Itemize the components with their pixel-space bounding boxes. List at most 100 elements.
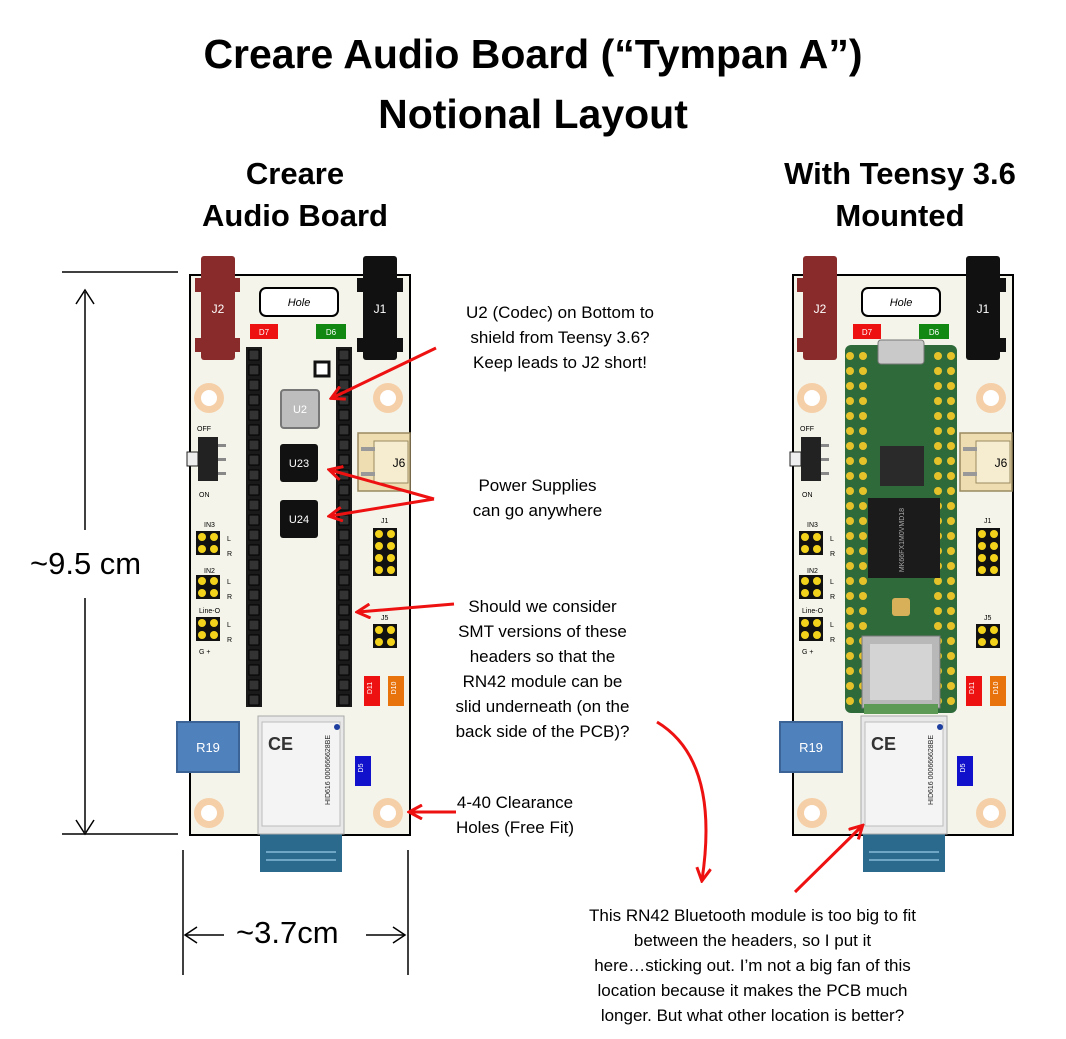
height-dimension <box>62 271 178 836</box>
pin-gold <box>387 566 395 574</box>
teensy-pin <box>846 637 854 645</box>
teensy-pin <box>846 697 854 705</box>
teensy-pin <box>846 607 854 615</box>
header-pin <box>338 544 350 556</box>
page-subtitle: Notional Layout <box>378 91 688 137</box>
svg-text:R: R <box>227 551 232 558</box>
teensy-pin <box>846 667 854 675</box>
header-pin <box>248 529 260 541</box>
teensy-pin <box>947 397 955 405</box>
svg-text:J2: J2 <box>814 302 827 316</box>
audio-pin-headers <box>196 528 397 648</box>
teensy-pin <box>947 382 955 390</box>
header-pin <box>338 604 350 616</box>
teensy-pin <box>947 577 955 585</box>
teensy-pin <box>947 412 955 420</box>
pin-gold <box>801 619 809 627</box>
mcu-marking: MK66FX1M0VMD18 <box>899 508 906 572</box>
d7-label: D7 <box>259 328 270 337</box>
teensy-pin <box>859 472 867 480</box>
hole-center <box>983 390 999 406</box>
svg-text:R: R <box>227 637 232 644</box>
svg-text:D10: D10 <box>993 681 1000 694</box>
header-pin <box>248 349 260 361</box>
header-pin <box>338 379 350 391</box>
teensy-pin <box>859 382 867 390</box>
left-board-heading: Creare Audio Board <box>202 156 388 233</box>
svg-text:Hole: Hole <box>890 297 913 309</box>
teensy-pin <box>934 427 942 435</box>
pin-gold <box>801 589 809 597</box>
header-strip <box>336 347 352 707</box>
pin-gold <box>990 638 998 646</box>
d6-led <box>316 324 346 339</box>
svg-text:IN2: IN2 <box>807 568 818 575</box>
pin-gold <box>198 545 206 553</box>
teensy-pin <box>859 457 867 465</box>
header-pin <box>248 694 260 706</box>
teensy-pin <box>846 652 854 660</box>
teensy-pin <box>934 442 942 450</box>
header-pin <box>338 439 350 451</box>
pin-gold <box>198 619 206 627</box>
header-pin <box>248 484 260 496</box>
header-pin <box>248 604 260 616</box>
pin-gold <box>210 533 218 541</box>
j1-jack-right: J1 <box>966 256 1006 360</box>
arrow-to-headers <box>358 602 455 612</box>
teensy-pin <box>934 487 942 495</box>
svg-text:L: L <box>227 536 231 543</box>
r19-block <box>176 721 240 773</box>
teensy-pin <box>934 367 942 375</box>
teensy-pin <box>947 682 955 690</box>
pin-gold <box>375 554 383 562</box>
header-pin <box>248 589 260 601</box>
hole-center <box>201 390 217 406</box>
right-board-heading: With Teensy 3.6 Mounted <box>784 156 1016 233</box>
header-pin <box>248 439 260 451</box>
header-pin <box>248 514 260 526</box>
header-pin <box>338 454 350 466</box>
teensy-pin <box>846 427 854 435</box>
svg-text:R: R <box>227 594 232 601</box>
svg-text:J1: J1 <box>984 518 992 525</box>
pin-gold <box>813 631 821 639</box>
teensy-pin <box>846 547 854 555</box>
header-pin <box>338 559 350 571</box>
header-pin <box>248 634 260 646</box>
svg-text:L: L <box>830 536 834 543</box>
pin-gold <box>813 577 821 585</box>
u2-label: U2 <box>293 404 307 416</box>
teensy-pin <box>947 352 955 360</box>
header-pin <box>338 394 350 406</box>
svg-text:D7: D7 <box>862 328 873 337</box>
teensy-pin <box>947 502 955 510</box>
svg-text:J5: J5 <box>984 615 992 622</box>
j1-jack: J1 <box>357 256 403 360</box>
header-pin <box>248 664 260 676</box>
teensy-pin <box>934 412 942 420</box>
switch-off-label: OFF <box>197 426 211 433</box>
teensy-pin <box>947 592 955 600</box>
pin-gold <box>801 545 809 553</box>
j2-jack-right: J2 <box>797 256 837 360</box>
teensy-pin <box>934 607 942 615</box>
teensy-pin <box>859 442 867 450</box>
pin-gold <box>990 626 998 634</box>
teensy-pin <box>947 652 955 660</box>
d5-led <box>355 756 371 786</box>
teensy-pin <box>934 457 942 465</box>
teensy-pin <box>846 577 854 585</box>
teensy-headers <box>246 347 352 707</box>
teensy-pin <box>947 562 955 570</box>
width-dimension <box>182 850 409 975</box>
header-pin <box>248 679 260 691</box>
header-pin <box>248 424 260 436</box>
svg-text:L: L <box>227 579 231 586</box>
module-id: HID616 000666628BE <box>325 735 332 805</box>
svg-text:OFF: OFF <box>800 426 814 433</box>
pin-gold <box>978 530 986 538</box>
j6-connector: J6 <box>357 432 411 492</box>
header-pin <box>338 409 350 421</box>
